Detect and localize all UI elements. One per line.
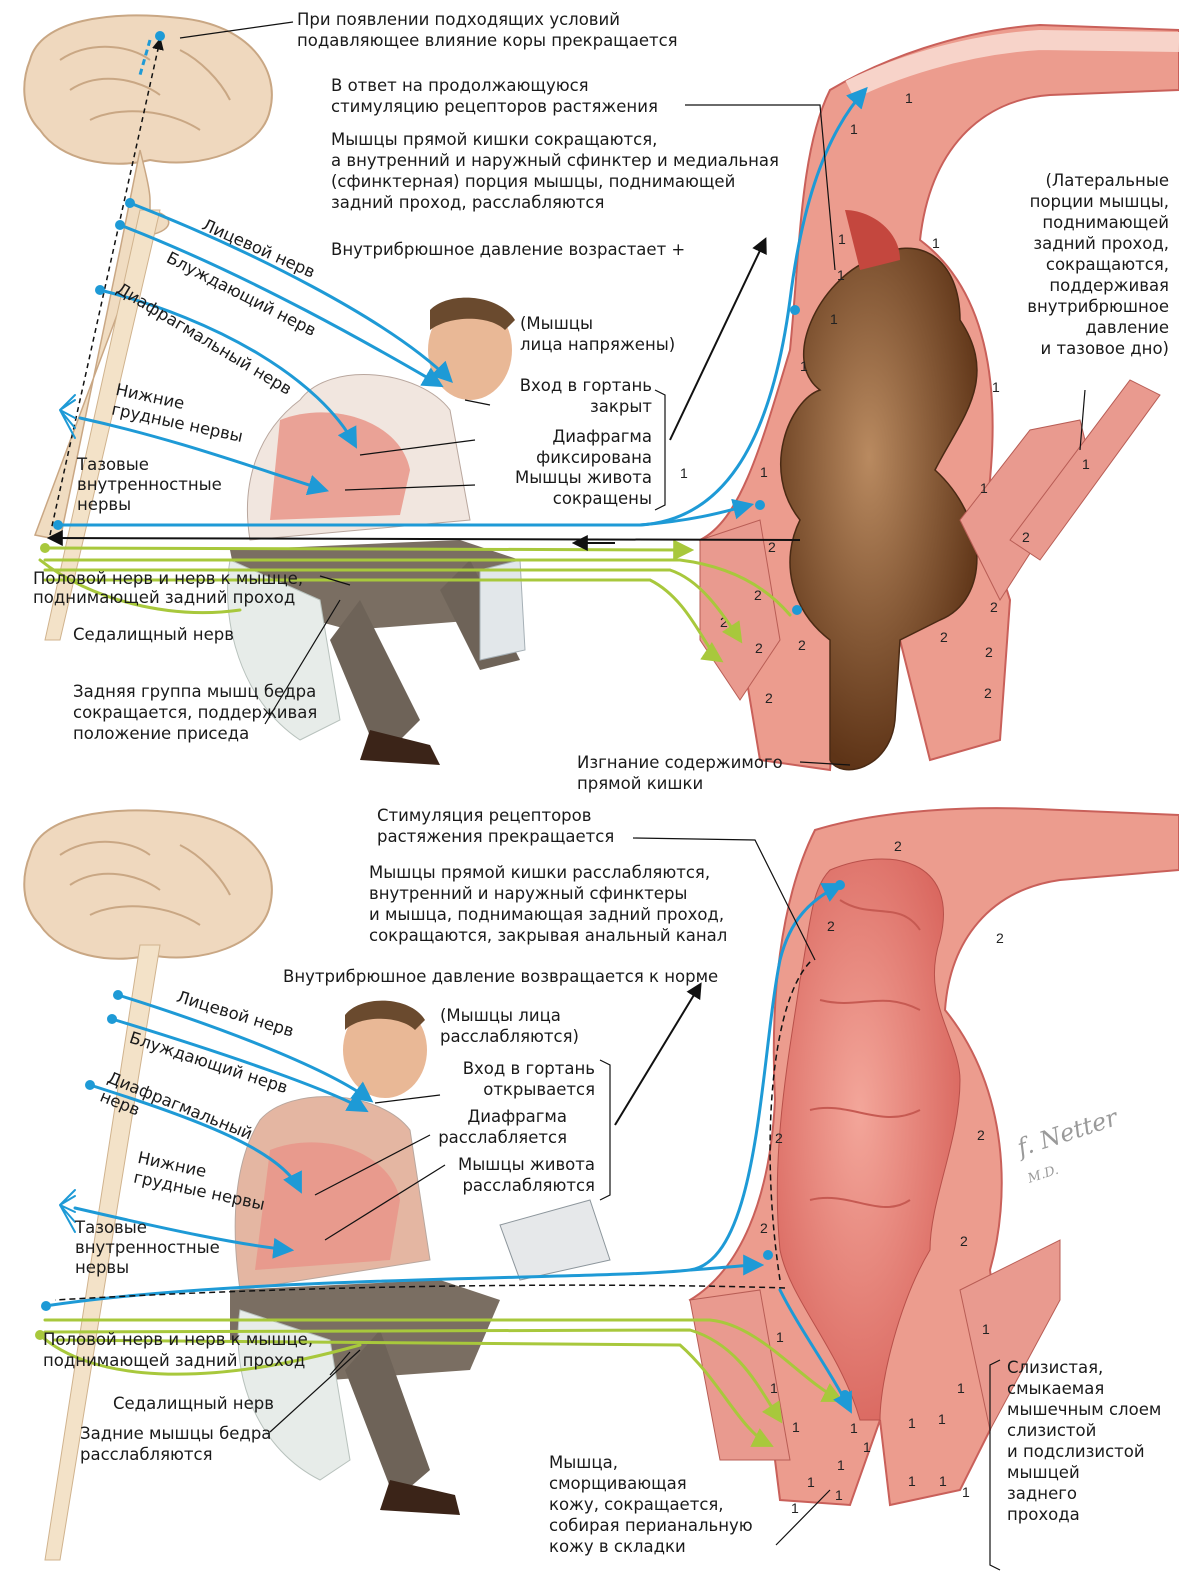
pressure-up-label: Внутрибрюшное давление возрастает +	[331, 239, 685, 260]
svg-text:1: 1	[850, 121, 858, 137]
hamstrings-relax-label: Задние мышцы бедра расслабляются	[80, 1423, 271, 1465]
svg-text:1: 1	[982, 1321, 990, 1337]
svg-text:2: 2	[768, 539, 776, 555]
hamstrings-contract-label: Задняя группа мышц бедра сокращается, по…	[73, 681, 317, 744]
svg-text:2: 2	[996, 930, 1004, 946]
svg-text:1: 1	[837, 1457, 845, 1473]
svg-text:2: 2	[960, 1233, 968, 1249]
svg-text:1: 1	[800, 358, 808, 374]
svg-text:1: 1	[980, 480, 988, 496]
svg-text:2: 2	[765, 690, 773, 706]
svg-text:2: 2	[755, 640, 763, 656]
svg-text:1: 1	[962, 1484, 970, 1500]
diaphragm-fixed-label: Диафрагма фиксирована	[478, 426, 652, 468]
svg-text:1: 1	[830, 311, 838, 327]
svg-text:1: 1	[770, 1380, 778, 1396]
svg-text:1: 1	[932, 235, 940, 251]
svg-text:1: 1	[807, 1474, 815, 1490]
lateral-levator-label: (Латеральные порции мышцы, поднимающей з…	[989, 170, 1169, 359]
muscles-relax-label: Мышцы прямой кишки расслабляются, внутре…	[369, 862, 727, 946]
svg-text:2: 2	[894, 838, 902, 854]
svg-text:2: 2	[990, 599, 998, 615]
svg-text:1: 1	[776, 1329, 784, 1345]
svg-text:2: 2	[985, 644, 993, 660]
muscles-contract-label: Мышцы прямой кишки сокращаются, а внутре…	[331, 129, 779, 213]
svg-text:2: 2	[940, 629, 948, 645]
svg-text:1: 1	[863, 1439, 871, 1455]
svg-text:1: 1	[908, 1473, 916, 1489]
mucosa-label: Слизистая, смыкаемая мышечным слоем слиз…	[1007, 1357, 1161, 1525]
larynx-closed-label: Вход в гортань закрыт	[498, 375, 652, 417]
svg-text:1: 1	[792, 1419, 800, 1435]
larynx-open-label: Вход в гортань открывается	[432, 1058, 595, 1100]
svg-text:2: 2	[1022, 529, 1030, 545]
svg-text:2: 2	[760, 1220, 768, 1236]
sciatic-label: Седалищный нерв	[73, 624, 234, 645]
diaphragm-relax-label: Диафрагма расслабляется	[412, 1106, 567, 1148]
stretch-continue-label: В ответ на продолжающуюся стимуляцию рец…	[331, 75, 658, 117]
pelvic-nerves-label: Тазовые внутренностные нервы	[77, 455, 222, 515]
svg-text:1: 1	[908, 1415, 916, 1431]
svg-text:2: 2	[984, 685, 992, 701]
svg-text:1: 1	[1082, 456, 1090, 472]
svg-text:1: 1	[760, 464, 768, 480]
svg-text:1: 1	[905, 90, 913, 106]
svg-text:1: 1	[957, 1380, 965, 1396]
sciatic-label-bottom: Седалищный нерв	[113, 1393, 274, 1414]
svg-text:2: 2	[798, 637, 806, 653]
abdomen-contracted-label: Мышцы живота сокращены	[478, 467, 652, 509]
svg-text:1: 1	[680, 465, 688, 481]
svg-text:1: 1	[791, 1500, 799, 1516]
svg-text:1: 1	[938, 1411, 946, 1427]
svg-text:2: 2	[775, 1130, 783, 1146]
pudendal-label: Половой нерв и нерв к мышце, поднимающей…	[33, 569, 303, 607]
svg-text:2: 2	[977, 1127, 985, 1143]
svg-text:2: 2	[827, 918, 835, 934]
svg-text:1: 1	[939, 1473, 947, 1489]
facial-tense-label: (Мышцы лица напряжены)	[520, 313, 675, 355]
pudendal-label-bottom: Половой нерв и нерв к мышце, поднимающей…	[43, 1329, 313, 1371]
stretch-stop-label: Стимуляция рецепторов растяжения прекращ…	[377, 805, 614, 847]
expulsion-label: Изгнание содержимого прямой кишки	[577, 752, 783, 794]
corrugator-label: Мышца, сморщивающая кожу, сокращается, с…	[549, 1452, 753, 1557]
pressure-norm-label: Внутрибрюшное давление возвращается к но…	[283, 966, 718, 987]
pelvic-nerves-label-bottom: Тазовые внутренностные нервы	[75, 1218, 220, 1278]
svg-text:1: 1	[837, 267, 845, 283]
abdomen-relax-label: Мышцы живота расслабляются	[430, 1154, 595, 1196]
svg-text:1: 1	[992, 379, 1000, 395]
facial-relax-label: (Мышцы лица расслабляются)	[440, 1005, 579, 1047]
svg-text:1: 1	[835, 1487, 843, 1503]
cortex-label: При появлении подходящих условий подавля…	[297, 9, 678, 51]
svg-text:1: 1	[838, 231, 846, 247]
svg-text:1: 1	[850, 1420, 858, 1436]
